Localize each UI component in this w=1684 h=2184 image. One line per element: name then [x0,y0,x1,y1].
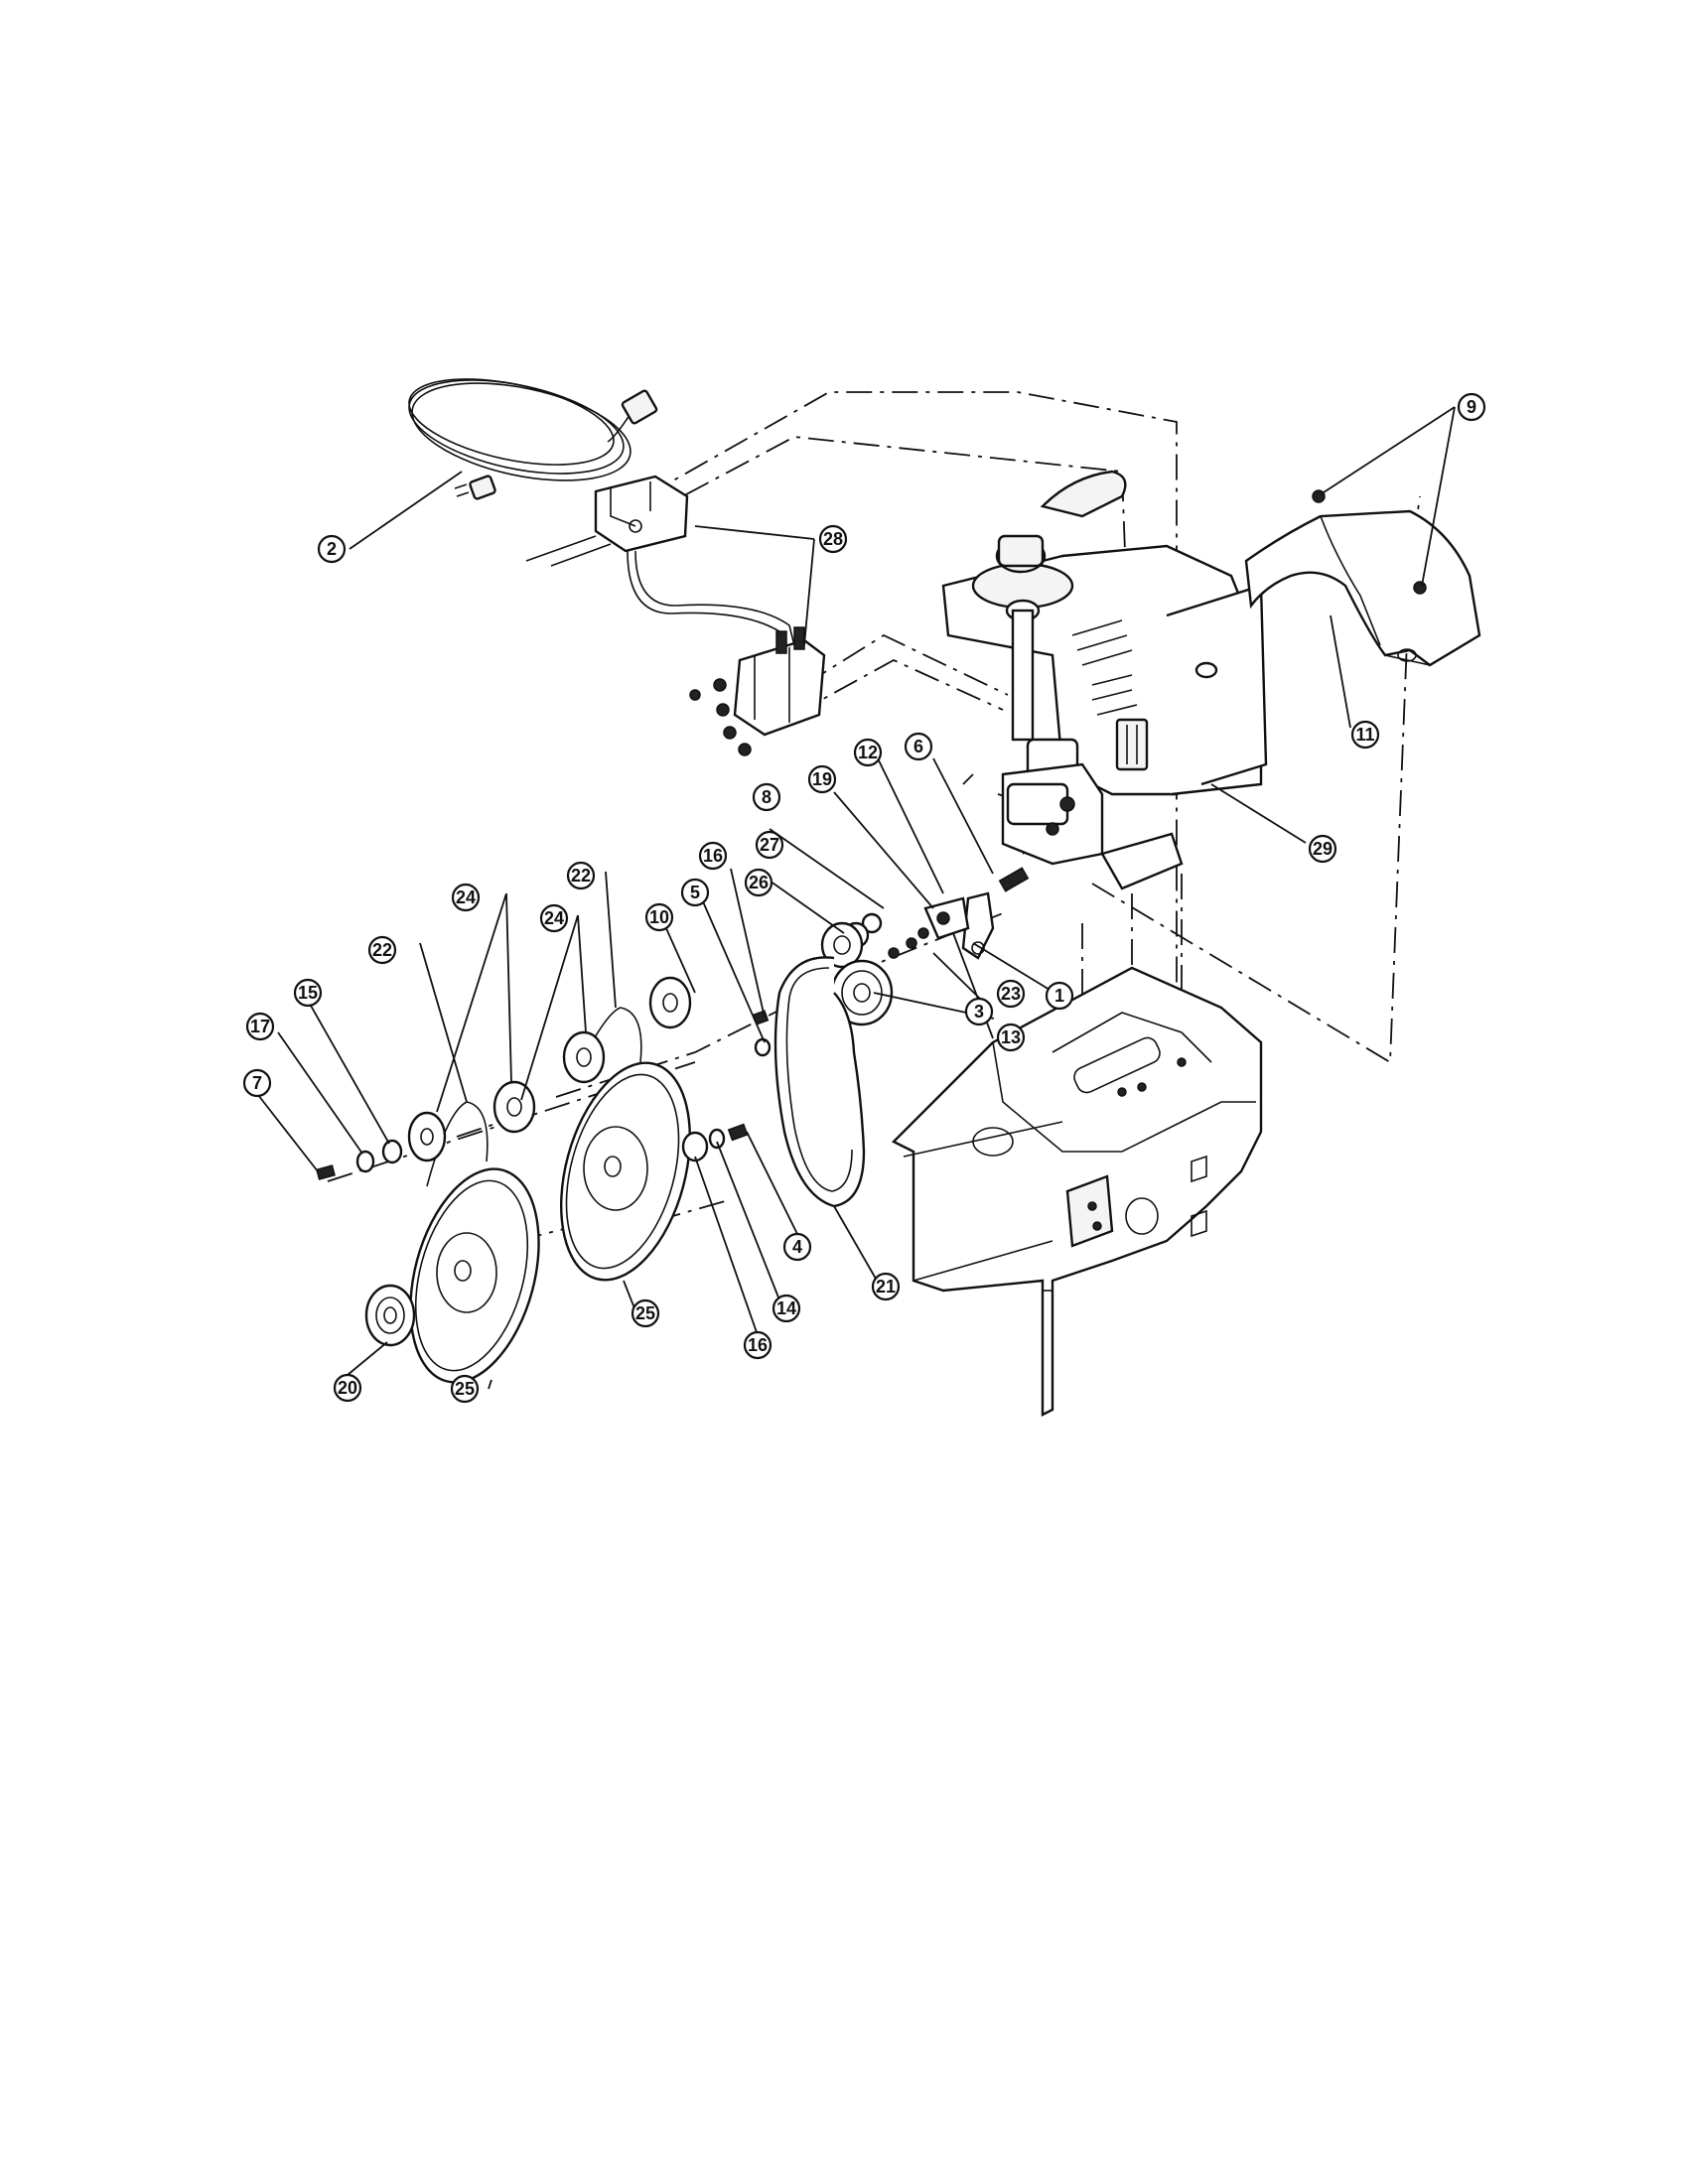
callout-14: 14 [772,1294,801,1323]
svg-text:23: 23 [1001,984,1021,1004]
callout-2: 2 [317,534,347,564]
engine-cooling-fins [1071,619,1138,716]
extension-cord [408,378,658,500]
callout-12: 12 [853,738,883,767]
callout-4: 4 [782,1232,812,1262]
svg-text:14: 14 [776,1298,796,1318]
svg-text:6: 6 [913,737,923,756]
svg-text:2: 2 [327,539,337,559]
callout-19: 19 [807,764,837,794]
engine [941,470,1268,890]
callout-25-right: 25 [631,1298,660,1328]
svg-text:4: 4 [792,1237,802,1257]
callout-11: 11 [1350,720,1380,750]
svg-text:16: 16 [748,1335,768,1355]
svg-text:29: 29 [1313,839,1333,859]
callout-24-right: 24 [539,903,569,933]
callout-25-left: 25 [450,1374,480,1404]
svg-text:19: 19 [812,769,832,789]
svg-text:21: 21 [876,1277,896,1297]
svg-text:20: 20 [338,1378,357,1398]
callout-10: 10 [644,902,674,932]
callout-23: 23 [996,979,1026,1009]
callout-20: 20 [333,1373,362,1403]
callout-29: 29 [1308,834,1337,864]
svg-text:16: 16 [703,846,723,866]
svg-text:25: 25 [455,1379,475,1399]
callout-26: 26 [744,868,773,897]
svg-text:5: 5 [690,883,700,902]
svg-text:17: 17 [250,1017,270,1036]
svg-text:26: 26 [749,873,769,892]
svg-text:24: 24 [544,908,564,928]
svg-text:1: 1 [1054,986,1064,1006]
callout-8: 8 [752,782,781,812]
drive-belt [773,956,866,1208]
svg-text:24: 24 [456,887,476,907]
callout-17: 17 [245,1012,275,1041]
engine-pulleys [820,921,894,1026]
large-pulley-right [559,1061,692,1282]
svg-text:7: 7 [252,1073,262,1093]
svg-text:25: 25 [635,1303,655,1323]
svg-text:8: 8 [762,787,772,807]
callouts: 1 2 3 4 5 6 7 8 9 10 11 12 13 14 15 16 1… [242,392,1486,1404]
callout-15: 15 [293,978,323,1008]
callout-1: 1 [1045,981,1074,1011]
chassis-frame [891,966,1263,1417]
callout-6: 6 [904,732,933,761]
callout-24-left: 24 [451,883,481,912]
callout-21: 21 [871,1272,901,1301]
svg-text:28: 28 [823,529,843,549]
callout-7: 7 [242,1068,272,1098]
svg-text:13: 13 [1001,1027,1021,1047]
callout-9: 9 [1457,392,1486,422]
callout-22-left: 22 [367,935,397,965]
svg-text:15: 15 [298,983,318,1003]
callout-16-lower: 16 [743,1330,772,1360]
svg-text:12: 12 [858,743,878,762]
callout-5: 5 [680,878,710,907]
callout-27: 27 [755,830,784,860]
svg-text:27: 27 [760,835,779,855]
callout-22-right: 22 [566,861,596,890]
electric-starter-assembly [525,475,826,756]
starter-screws [689,678,752,756]
large-pulley-left [409,1167,540,1384]
svg-text:22: 22 [571,866,591,886]
svg-text:22: 22 [372,940,392,960]
callout-13: 13 [996,1023,1026,1052]
svg-text:11: 11 [1355,725,1374,745]
idler-bracket-assembly [842,867,1030,960]
callout-28: 28 [818,524,848,554]
pulley-cap [364,1284,416,1347]
svg-text:9: 9 [1467,397,1476,417]
washers-and-bolts-left [316,1010,772,1180]
callout-16-upper: 16 [698,841,728,871]
svg-text:3: 3 [974,1002,984,1022]
engine-shroud [1244,489,1481,667]
pulley-hubs [407,976,692,1162]
svg-text:10: 10 [649,907,669,927]
callout-3: 3 [964,997,994,1026]
